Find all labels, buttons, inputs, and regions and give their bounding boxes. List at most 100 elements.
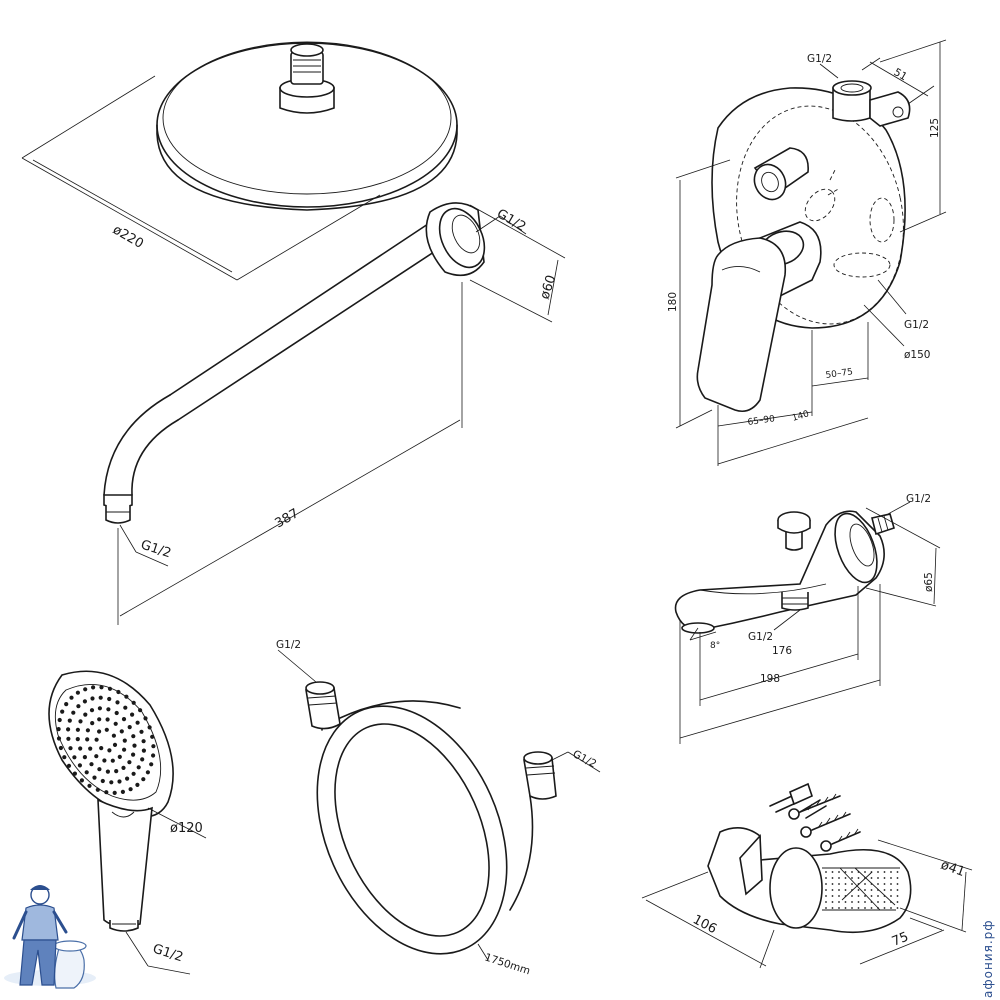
arm-length-label: 387 (273, 506, 302, 531)
grip-dot (864, 895, 866, 897)
nozzle-dot (131, 734, 136, 739)
nozzle-dot (141, 748, 146, 753)
nozzle-dot (127, 725, 132, 730)
grip-dot (896, 871, 899, 873)
mixer-height-total-label: 180 (667, 292, 679, 312)
grip-dot (831, 901, 834, 903)
nozzle-dot (75, 727, 80, 732)
holder: ø41 106 75 (641, 782, 973, 969)
nozzle-dot (107, 696, 112, 702)
grip-dot (890, 895, 892, 897)
grip-dot (844, 871, 847, 873)
grip-dot (838, 877, 840, 879)
grip-dot (883, 889, 886, 891)
grip-dot (877, 895, 879, 897)
grip-dot (877, 871, 879, 873)
grip-dot (831, 889, 834, 891)
nozzle-dot (124, 694, 129, 699)
hose: G1/2 G1/2 1750mm (276, 639, 601, 977)
nozzle-dot (75, 690, 80, 695)
grip-dot (864, 901, 866, 903)
nozzle-dot (112, 742, 118, 748)
nozzle-dot (115, 700, 120, 705)
nozzle-dot (85, 737, 90, 742)
nozzle-dot (131, 771, 136, 776)
nozzle-pattern (56, 685, 156, 796)
grip-dot (825, 883, 827, 885)
grip-dot (831, 877, 834, 879)
nozzle-dot (123, 705, 128, 710)
grip-dot (838, 895, 840, 897)
nozzle-dot (99, 746, 104, 751)
spout-thread-back-label: G1/2 (906, 493, 931, 505)
arm-thread-bottom-label: G1/2 (139, 538, 173, 562)
grip-dot (896, 895, 899, 897)
grip-dot (838, 907, 840, 909)
nozzle-dot (117, 754, 122, 760)
grip-dot (857, 877, 860, 879)
mixer-range-2-label: 50–75 (825, 367, 854, 381)
grip-dot (844, 877, 847, 879)
grip-dot (870, 895, 873, 897)
grip-dot (890, 907, 892, 909)
grip-dot (883, 871, 886, 873)
grip-dot (857, 895, 860, 897)
nozzle-dot (58, 745, 64, 751)
grip-dot (851, 895, 853, 897)
grip-dot (864, 883, 866, 885)
nozzle-dot (78, 719, 83, 724)
nozzle-dot (60, 709, 65, 714)
grip-dot (838, 871, 840, 873)
nozzle-dot (97, 729, 102, 734)
mixer-width-label: 140 (791, 409, 811, 424)
nozzle-dot (116, 689, 121, 695)
nozzle-dot (147, 725, 152, 730)
grip-dot (825, 901, 827, 903)
grip-dot (890, 877, 892, 879)
nozzle-dot (141, 739, 146, 744)
mixer-thread-side-label: G1/2 (904, 319, 929, 331)
grip-dot (851, 877, 853, 879)
nozzle-dot (92, 775, 97, 780)
nozzle-dot (131, 700, 136, 705)
grip-dot (844, 883, 847, 885)
nozzle-dot (82, 699, 87, 704)
grip-dot (825, 907, 827, 909)
grip-dot (831, 907, 834, 909)
nozzle-dot (107, 748, 112, 753)
grip-dot (883, 883, 886, 885)
nozzle-dot (121, 765, 126, 771)
nozzle-dot (112, 790, 117, 796)
grip-dot (883, 901, 886, 903)
nozzle-dot (122, 747, 127, 752)
hand-thread-label: G1/2 (151, 942, 185, 966)
nozzle-dot (88, 746, 93, 751)
nozzle-dot (84, 770, 89, 775)
nozzle-dot (131, 752, 136, 757)
nozzle-dot (83, 712, 88, 717)
nozzle-dot (136, 765, 141, 770)
holder-length-label: 106 (690, 912, 719, 937)
nozzle-dot (56, 727, 61, 732)
grip-dot (857, 901, 860, 903)
holder-width-label: 75 (890, 930, 911, 950)
grip-dot (851, 871, 853, 873)
nozzle-dot (119, 729, 124, 734)
nozzle-dot (130, 712, 135, 717)
nozzle-dot (105, 717, 110, 722)
mixer: G1/2 51 125 180 G1/2 ø150 65–90 50–75 14… (667, 39, 947, 466)
nozzle-dot (66, 763, 72, 768)
holder-diameter-label: ø41 (939, 858, 967, 880)
spout-angle-label: 8° (710, 641, 720, 651)
arm-thread-top-label: G1/2 (494, 206, 528, 234)
nozzle-dot (102, 758, 107, 763)
nozzle-dot (94, 754, 99, 759)
grip-dot (896, 877, 899, 879)
grip-dot (851, 883, 853, 885)
grip-dot (870, 877, 873, 879)
spout-flange-diameter-label: ø65 (923, 572, 935, 592)
nozzle-dot (117, 779, 122, 784)
nozzle-dot (104, 727, 109, 732)
nozzle-dot (132, 743, 137, 748)
